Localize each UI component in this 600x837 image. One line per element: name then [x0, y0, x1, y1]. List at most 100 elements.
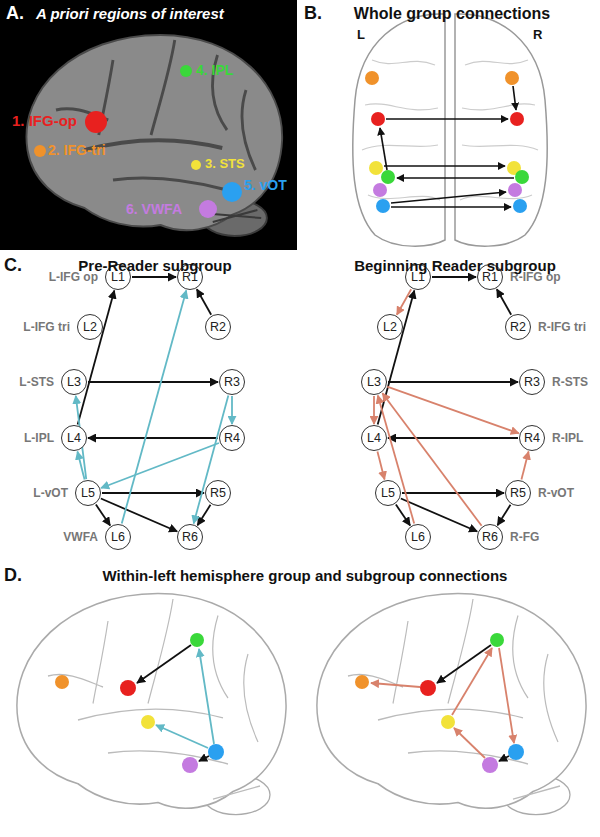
node-id: L3	[67, 376, 81, 389]
subgroup-title: Pre-Reader subgroup	[78, 258, 231, 275]
roi-dot	[371, 112, 385, 126]
connection-arrow	[371, 683, 420, 687]
node-id: L5	[381, 487, 395, 500]
brain-outline	[317, 594, 586, 809]
region-node: R4	[219, 425, 245, 451]
roi-dot	[369, 161, 383, 175]
region-name: R-IFG tri	[538, 320, 586, 334]
region-node: L2	[377, 314, 403, 340]
connection-arrow	[432, 276, 476, 278]
region-node: R4R-IPL	[519, 425, 545, 451]
connection-arrow	[199, 649, 214, 744]
connection-arrow	[454, 728, 485, 758]
roi-dot	[365, 71, 379, 85]
node-id: L6	[411, 531, 425, 544]
connection-arrow	[396, 505, 410, 526]
node-id: L6	[111, 531, 125, 544]
connection-arrow	[499, 756, 509, 761]
connection-arrow	[132, 276, 176, 278]
region-node: R2	[205, 314, 231, 340]
connector-group	[76, 277, 529, 531]
region-name: L-IPL	[24, 431, 54, 445]
region-node: R3	[219, 369, 245, 395]
panel-title: A priori regions of interest	[36, 6, 224, 23]
region-label: 6. VWFA	[126, 202, 182, 217]
panel-background	[0, 0, 297, 250]
connection-arrows	[380, 86, 516, 207]
roi-dot	[199, 200, 217, 218]
panel-letter: D.	[4, 566, 22, 586]
roi-dot	[355, 675, 369, 689]
panel-letter: B.	[304, 4, 322, 24]
node-id: R2	[210, 321, 226, 334]
roi-dot	[490, 633, 504, 647]
connection-arrow	[513, 86, 516, 110]
region-node: L2L-IFG tri	[77, 314, 103, 340]
roi-dot	[510, 112, 524, 126]
connection-arrow	[122, 290, 187, 523]
node-id: R4	[524, 432, 540, 445]
roi-dot	[85, 111, 107, 133]
connection-arrow	[452, 648, 492, 715]
connection-arrows	[137, 645, 514, 761]
region-label: 5. vOT	[244, 178, 287, 193]
region-node: R3R-STS	[519, 369, 545, 395]
node-id: R3	[524, 376, 540, 389]
hemisphere-label: R	[533, 28, 542, 42]
connection-arrow	[156, 725, 208, 748]
node-id: R3	[224, 376, 240, 389]
node-id: L4	[367, 432, 381, 445]
region-name: L-vOT	[33, 486, 68, 500]
node-id: L4	[67, 432, 81, 445]
cerebellum-fold	[213, 210, 261, 222]
roi-dot	[482, 757, 498, 773]
connection-arrow	[199, 756, 209, 761]
connection-arrow	[397, 177, 514, 179]
brain-lateral	[17, 594, 286, 815]
region-name: L-IFG tri	[23, 320, 70, 334]
region-node: L3	[361, 369, 387, 395]
sulcus-line	[113, 178, 227, 190]
region-node: L4	[361, 425, 387, 451]
region-label: 4. IPL	[196, 63, 233, 78]
region-name: R-STS	[552, 375, 588, 389]
roi-dot	[141, 715, 155, 729]
roi-dot	[222, 182, 242, 202]
gyrus-line	[362, 60, 538, 200]
roi-dot	[381, 170, 395, 184]
connection-arrow	[88, 381, 218, 383]
hemisphere-label: L	[357, 28, 365, 42]
sulcus-line	[348, 599, 560, 799]
sulcus-line	[48, 599, 260, 799]
region-node: R6	[177, 524, 203, 550]
sulcus-line	[151, 40, 175, 135]
roi-dot	[180, 65, 192, 77]
connection-arrow	[101, 443, 219, 488]
region-node: L6VWFA	[105, 524, 131, 550]
region-name: R-FG	[510, 530, 539, 544]
roi-dot	[508, 183, 522, 197]
node-id: L2	[83, 321, 97, 334]
connection-arrow	[198, 505, 211, 525]
roi-dot	[508, 744, 524, 760]
roi-dot	[515, 170, 529, 184]
roi-dot	[34, 145, 46, 157]
brain-outline	[26, 35, 282, 230]
node-id: R5	[510, 487, 526, 500]
region-node: L6	[405, 524, 431, 550]
roi-dot	[441, 715, 455, 729]
connection-arrow	[137, 645, 191, 683]
roi-dots	[55, 633, 524, 773]
connection-arrow	[96, 505, 110, 526]
roi-dot	[420, 680, 436, 696]
connection-arrow	[378, 291, 415, 425]
connection-arrow	[78, 291, 115, 425]
node-id: R6	[182, 531, 198, 544]
connection-arrow	[380, 128, 387, 170]
panel-title: Whole group connections	[354, 5, 550, 23]
roi-dot	[120, 680, 136, 696]
